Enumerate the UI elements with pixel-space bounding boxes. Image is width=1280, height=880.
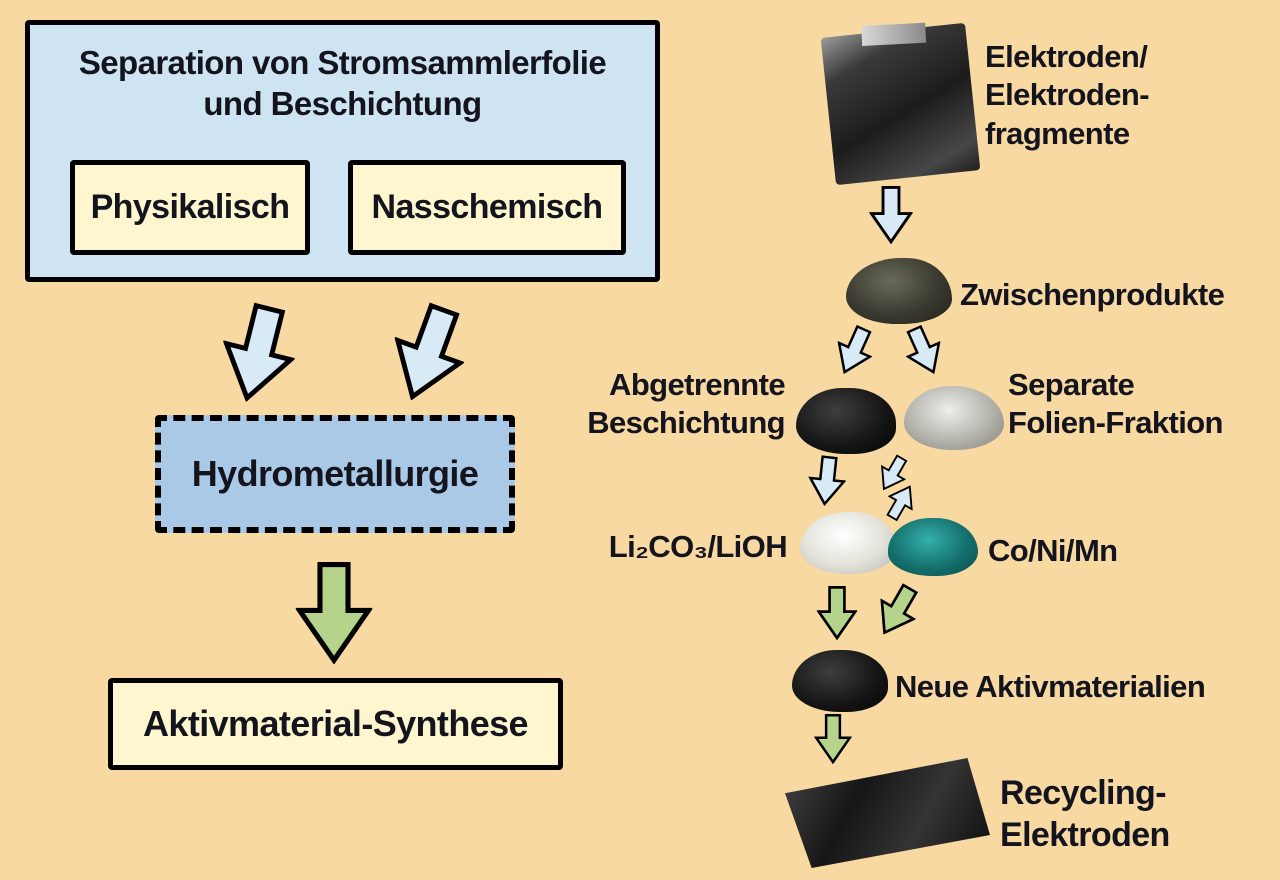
nasschemisch-down-arrow-icon <box>368 292 488 416</box>
recycle-arrows-icon <box>871 450 922 525</box>
nasschemisch-label: Nasschemisch <box>371 188 604 227</box>
separation-title: Separation von Stromsammlerfolie und Bes… <box>78 44 607 122</box>
aktivmaterialien-label: Neue Aktivmaterialien <box>895 669 1206 704</box>
nasschemisch-box: Nasschemisch <box>348 160 626 255</box>
elektroden-down-arrow-icon <box>866 186 916 244</box>
metalle-label: Co/Ni/Mn <box>988 533 1118 568</box>
beschichtung-powder <box>796 388 896 454</box>
metall-down-arrow-icon <box>864 576 931 646</box>
folien-powder <box>904 386 1004 450</box>
aktivmaterial-powder <box>792 650 888 712</box>
beschichtung-down-arrow-icon <box>804 454 851 508</box>
beschichtung-label: Abgetrennte Beschichtung <box>587 367 785 441</box>
zwischenprodukte-label: Zwischenprodukte <box>960 277 1225 312</box>
lithium-down-arrow-icon <box>814 586 860 640</box>
physikalisch-down-arrow-icon <box>202 295 315 412</box>
split-left-arrow-icon <box>824 319 885 383</box>
elektroden-photo-tab <box>860 22 926 47</box>
elektroden-label: Elektroden/ Elektroden- fragmente <box>985 39 1150 151</box>
aktivmaterial-down-arrow-icon <box>810 714 856 764</box>
folien-label: Separate Folien-Fraktion <box>1008 367 1223 441</box>
synthese-label: Aktivmaterial-Synthese <box>143 702 529 744</box>
elektroden-photo <box>820 22 981 186</box>
zwischenprodukte-powder <box>846 258 952 324</box>
lithium-label: Li₂CO₃/LiOH <box>608 529 788 564</box>
hydrometallurgie-label: Hydrometallurgie <box>191 452 479 494</box>
metall-powder <box>888 518 978 576</box>
recycling-elektrode-photo <box>785 758 990 868</box>
physikalisch-box: Physikalisch <box>70 160 310 255</box>
split-right-arrow-icon <box>894 319 955 383</box>
lithium-powder <box>800 512 896 574</box>
synthese-box: Aktivmaterial-Synthese <box>108 678 563 770</box>
physikalisch-label: Physikalisch <box>90 188 290 227</box>
recycling-label: Recycling- Elektroden <box>1000 774 1170 855</box>
hydro-to-synthese-arrow-icon <box>292 562 376 664</box>
hydrometallurgie-box: Hydrometallurgie <box>155 415 515 533</box>
